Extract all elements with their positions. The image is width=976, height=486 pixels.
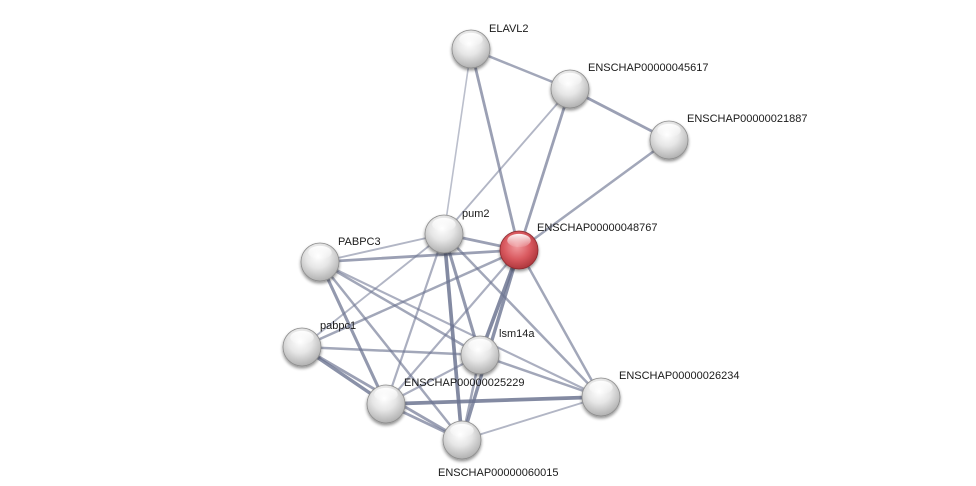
node-label: pum2 <box>462 208 490 220</box>
node-label: lsm14a <box>499 328 535 340</box>
node-highlight <box>589 380 613 395</box>
labels-layer: ELAVL2ENSCHAP00000045617ENSCHAP000000218… <box>320 23 807 479</box>
node-highlight <box>290 330 314 345</box>
edge-ENSCHAP00000021887-ENSCHAP00000048767[interactable] <box>517 138 671 252</box>
node-label: ENSCHAP00000026234 <box>619 370 739 382</box>
node-highlight <box>308 245 332 260</box>
node-highlight <box>450 423 474 438</box>
node-label: ENSCHAP00000025229 <box>404 377 524 389</box>
node-label: PABPC3 <box>338 236 381 248</box>
edge-ENSCHAP00000048767-PABPC3[interactable] <box>318 248 521 264</box>
node-highlight <box>459 32 483 47</box>
edge-ENSCHAP00000048767-pabpc1[interactable] <box>300 248 521 349</box>
node-ENSCHAP00000025229[interactable] <box>366 384 406 424</box>
edge-ENSCHAP00000048767-ENSCHAP00000026234[interactable] <box>517 248 603 399</box>
node-highlight <box>507 233 531 248</box>
node-label: ENSCHAP00000060015 <box>438 467 558 479</box>
node-label: ELAVL2 <box>489 23 529 35</box>
node-highlight <box>432 217 456 232</box>
node-highlight <box>374 387 398 402</box>
edge-ELAVL2-ENSCHAP00000048767[interactable] <box>469 47 521 252</box>
node-lsm14a[interactable] <box>460 335 500 375</box>
edge-pum2-ENSCHAP00000026234[interactable] <box>442 232 603 399</box>
edge-PABPC3-ENSCHAP00000025229[interactable] <box>318 260 388 406</box>
node-highlight <box>468 338 492 353</box>
node-ENSCHAP00000048767[interactable] <box>499 230 539 270</box>
node-ENSCHAP00000060015[interactable] <box>442 420 482 460</box>
node-highlight <box>657 123 681 138</box>
edge-PABPC3-ENSCHAP00000026234[interactable] <box>318 260 603 399</box>
edge-lsm14a-ENSCHAP00000026234[interactable] <box>478 353 603 399</box>
node-pum2[interactable] <box>424 214 464 254</box>
node-label: ENSCHAP00000021887 <box>687 113 807 125</box>
node-label: pabpc1 <box>320 320 356 332</box>
edge-pum2-pabpc1[interactable] <box>301 233 445 348</box>
edge-ENSCHAP00000025229-ENSCHAP00000026234[interactable] <box>384 395 603 406</box>
edge-ENSCHAP00000048767-ENSCHAP00000025229[interactable] <box>384 248 521 406</box>
node-ENSCHAP00000045617[interactable] <box>550 69 590 109</box>
edge-pabpc1-lsm14a[interactable] <box>300 345 482 357</box>
edge-ENSCHAP00000060015-ENSCHAP00000026234[interactable] <box>461 396 602 441</box>
edge-pum2-PABPC3[interactable] <box>319 233 445 263</box>
edge-ENSCHAP00000045617-pum2[interactable] <box>443 88 571 235</box>
edge-ENSCHAP00000045617-ENSCHAP00000048767[interactable] <box>517 87 572 252</box>
node-label: ENSCHAP00000045617 <box>588 62 708 74</box>
node-ELAVL2[interactable] <box>451 29 491 69</box>
nodes-layer <box>282 29 689 460</box>
node-PABPC3[interactable] <box>300 242 340 282</box>
edge-pum2-ENSCHAP00000060015[interactable] <box>442 232 464 442</box>
edge-ELAVL2-pum2[interactable] <box>443 48 472 235</box>
node-highlight <box>558 72 582 87</box>
edges-layer <box>300 47 671 442</box>
node-ENSCHAP00000021887[interactable] <box>649 120 689 160</box>
edge-PABPC3-lsm14a[interactable] <box>318 260 482 357</box>
node-label: ENSCHAP00000048767 <box>537 222 657 234</box>
edge-pum2-ENSCHAP00000025229[interactable] <box>384 232 446 406</box>
node-ENSCHAP00000026234[interactable] <box>581 377 621 417</box>
node-pabpc1[interactable] <box>282 327 322 367</box>
